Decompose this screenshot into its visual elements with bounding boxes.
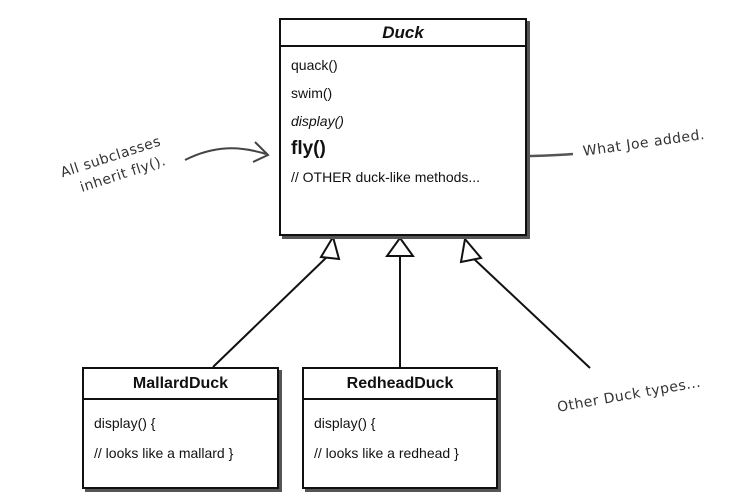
method-other: // OTHER duck-like methods... bbox=[291, 169, 481, 185]
other-inheritance-arrowhead bbox=[459, 236, 483, 264]
duck-class-box: Duck quack() swim() display() fly() // O… bbox=[279, 18, 527, 236]
mallard-duck-class-box: MallardDuck display() { // looks like a … bbox=[82, 367, 279, 489]
mallard-inheritance-arrowhead bbox=[319, 234, 341, 261]
method-swim: swim() bbox=[291, 85, 333, 101]
redhead-body: display() { // looks like a redhead } bbox=[304, 400, 496, 474]
mallard-line-2: // looks like a mallard } bbox=[94, 445, 234, 461]
redhead-duck-class-box: RedheadDuck display() { // looks like a … bbox=[302, 367, 498, 489]
mallard-line-1: display() { bbox=[94, 415, 156, 431]
other-inheritance-line bbox=[472, 257, 591, 369]
mallard-body: display() { // looks like a mallard } bbox=[84, 400, 277, 474]
left-annotation-arrow bbox=[184, 147, 267, 161]
left-annotation-arrowhead bbox=[252, 141, 270, 163]
redhead-line-2: // looks like a redhead } bbox=[314, 445, 459, 461]
redhead-inheritance-arrowhead bbox=[385, 236, 415, 257]
method-display: display() bbox=[291, 113, 344, 129]
method-quack: quack() bbox=[291, 57, 338, 73]
method-fly: fly() bbox=[291, 138, 326, 159]
mallard-class-name: MallardDuck bbox=[84, 369, 277, 400]
duck-methods: quack() swim() display() fly() // OTHER … bbox=[281, 47, 525, 197]
mallard-inheritance-line bbox=[212, 253, 331, 368]
duck-class-name: Duck bbox=[281, 20, 525, 47]
redhead-line-1: display() { bbox=[314, 415, 376, 431]
redhead-class-name: RedheadDuck bbox=[304, 369, 496, 400]
